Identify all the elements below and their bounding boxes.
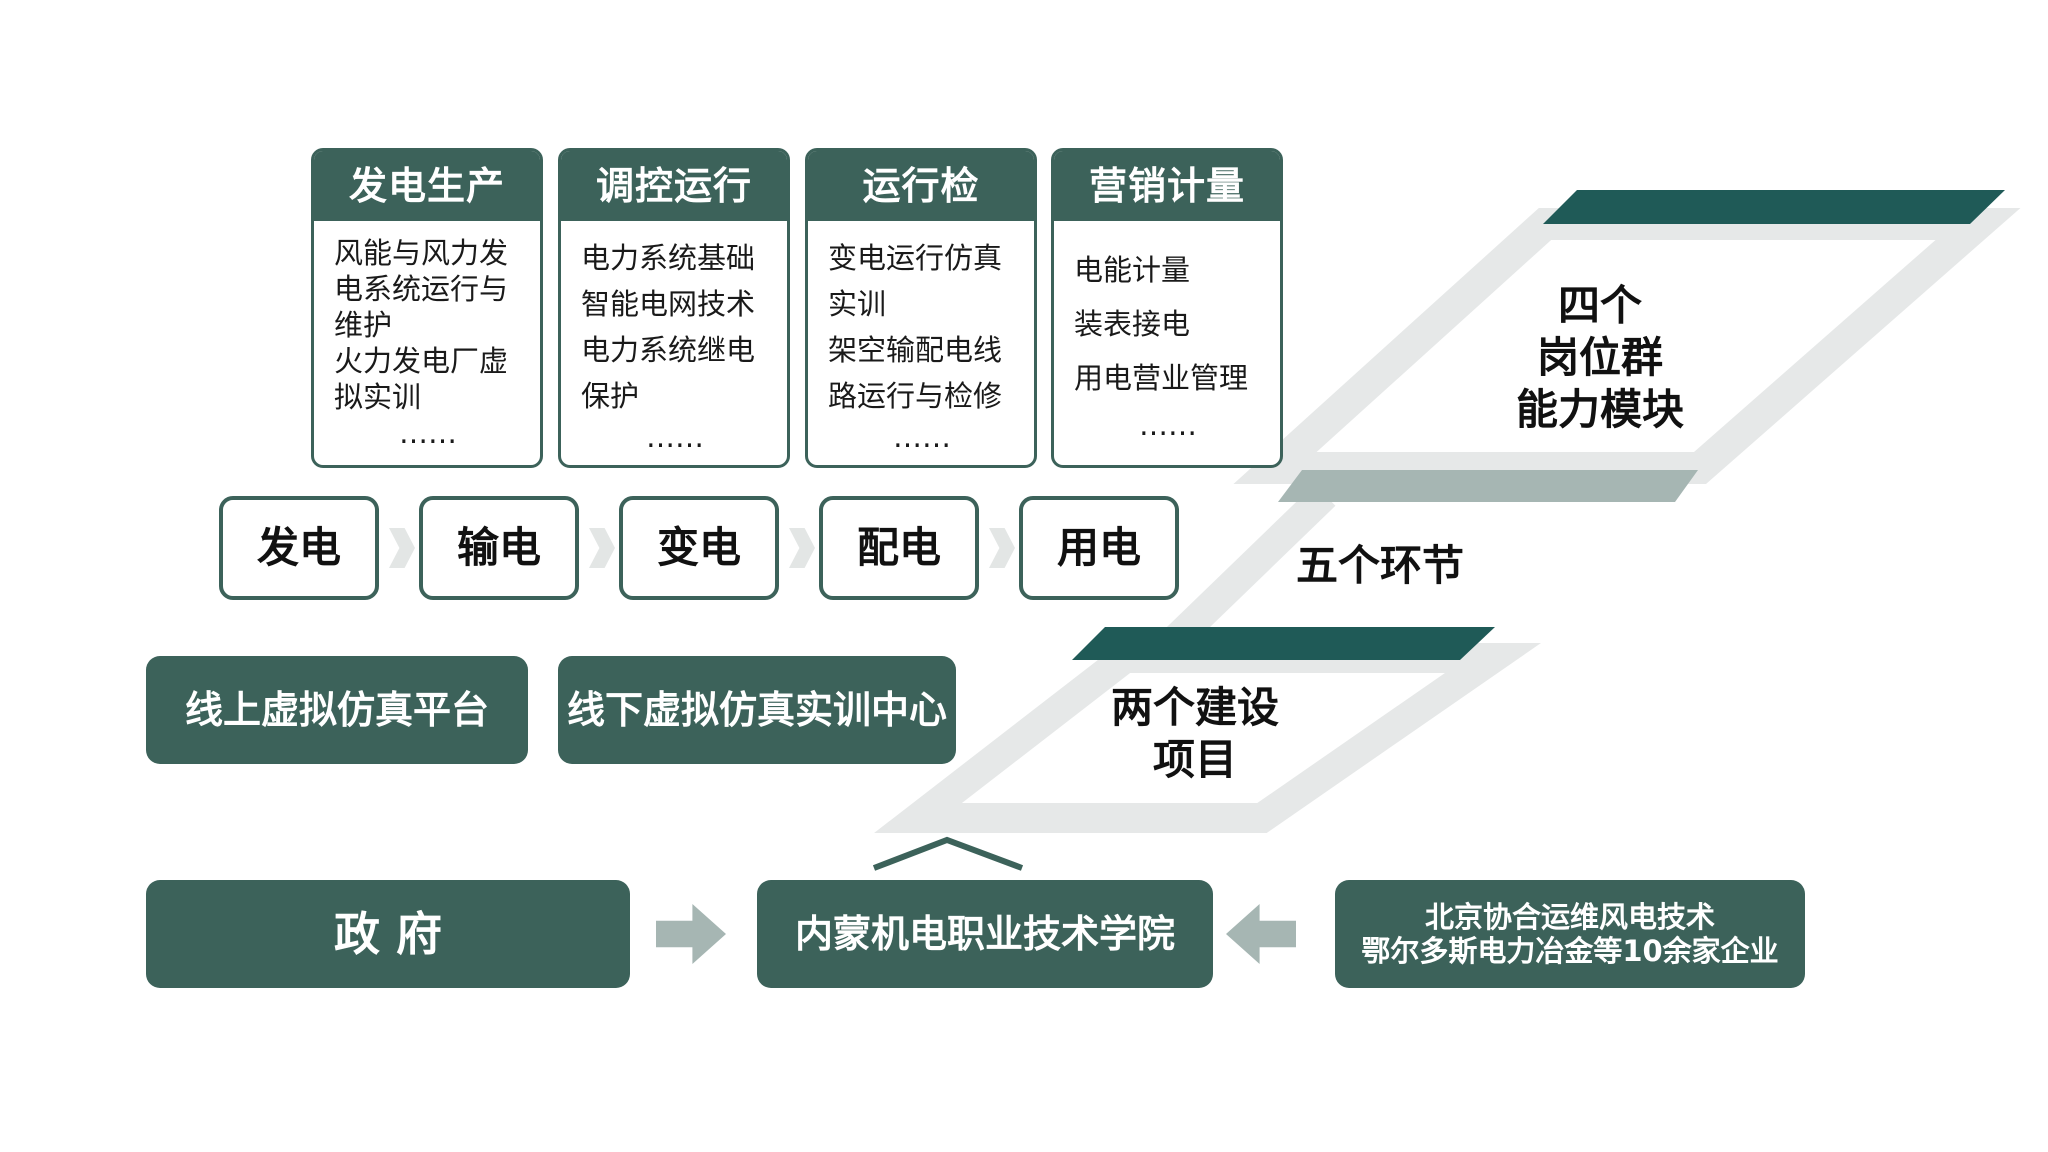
online-platform-box: 线上虚拟仿真平台 [146,656,528,764]
link-distribution: 配电 [819,496,979,600]
enterprise-box: 北京协合运维风电技术 鄂尔多斯电力冶金等10余家企业 [1335,880,1805,988]
link-transmission: 输电 [419,496,579,600]
module-item: 拟实训 [334,380,422,414]
module-item: 电力系统基础 [581,241,756,275]
module-title: 调控运行 [561,151,787,221]
link-generation: 发电 [219,496,379,600]
up-caret-icon [872,836,1024,871]
link-transformation: 变电 [619,496,779,600]
module-item: 实训 [828,287,887,321]
module-ellipsis: …… [646,420,704,454]
module-item: 电能计量 [1074,253,1191,287]
module-title: 运行检 [808,151,1034,221]
module-item: 智能电网技术 [581,287,756,321]
top-layer-label: 四个 岗位群 能力模块 [1480,280,1720,436]
bottom-layer-label-line: 项目 [1152,735,1237,784]
offline-center-box: 线下虚拟仿真实训中心 [558,656,956,764]
module-ellipsis: …… [893,420,951,454]
middle-light-band [1278,470,1698,502]
module-card-power-generation: 发电生产 风能与风力发 电系统运行与 维护 火力发电厂虚 拟实训 …… [311,148,543,468]
module-card-operation-inspection: 运行检 变电运行仿真 实训 架空输配电线 路运行与检修 …… [805,148,1037,468]
bottom-layer-label: 两个建设 项目 [1090,682,1300,786]
link-consumption: 用电 [1019,496,1179,600]
module-item: 保护 [581,379,640,413]
enterprise-line-1: 北京协合运维风电技术 [1424,900,1715,934]
module-ellipsis: …… [1139,408,1197,442]
college-box: 内蒙机电职业技术学院 [757,880,1213,988]
module-title: 发电生产 [314,151,540,221]
middle-layer-edge-left [1164,484,1336,651]
top-layer-label-line: 能力模块 [1515,385,1684,434]
module-item: 维护 [334,308,393,342]
top-dark-band [1543,190,2005,224]
module-item: 电力系统继电 [581,333,756,367]
government-box: 政 府 [146,880,630,988]
module-item: 用电营业管理 [1074,361,1249,395]
bottom-dark-band [1072,627,1495,660]
module-ellipsis: …… [399,416,457,450]
middle-layer-label: 五个环节 [1295,541,1464,590]
module-card-marketing-metering: 营销计量 电能计量 装表接电 用电营业管理 …… [1051,148,1283,468]
module-item: 风能与风力发 [334,236,509,270]
module-item: 电系统运行与 [334,272,509,306]
module-item: 架空输配电线 [828,333,1003,367]
module-title: 营销计量 [1054,151,1280,221]
enterprise-line-2: 鄂尔多斯电力冶金等10余家企业 [1361,934,1779,968]
module-item: 路运行与检修 [828,379,1003,413]
top-layer-label-line: 四个 [1557,281,1642,330]
module-item: 装表接电 [1074,307,1191,341]
module-card-dispatch-operation: 调控运行 电力系统基础 智能电网技术 电力系统继电 保护 …… [558,148,790,468]
top-layer-label-line: 岗位群 [1536,333,1663,382]
bottom-layer-label-line: 两个建设 [1110,683,1279,732]
module-item: 变电运行仿真 [828,241,1003,275]
module-item: 火力发电厂虚 [334,344,509,378]
